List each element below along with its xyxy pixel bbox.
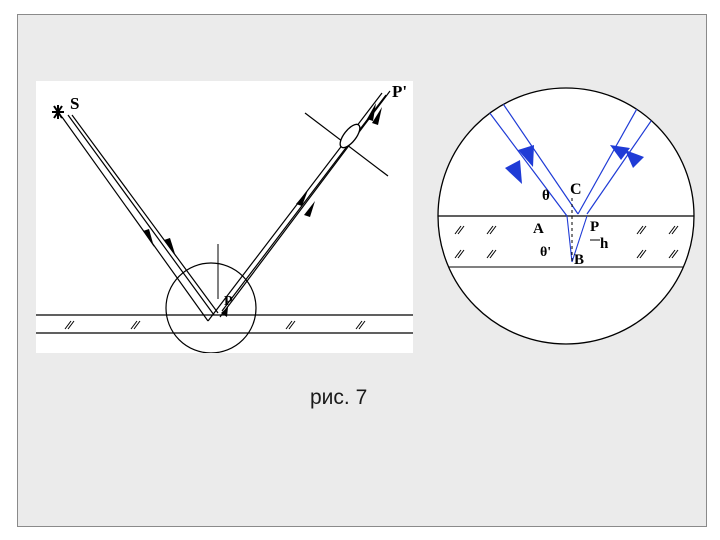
- reflected-rays: [207, 90, 391, 322]
- source-star-icon: [52, 105, 64, 119]
- figure-caption: рис. 7: [310, 386, 368, 409]
- label-source: S: [70, 94, 79, 113]
- label-point: P: [224, 294, 233, 309]
- reflection-point-arrow: [221, 307, 228, 317]
- incident-arrow-1: [143, 229, 154, 247]
- lens: [339, 123, 361, 149]
- reflected-arrow-4: [372, 107, 382, 125]
- zoom-circle: [165, 262, 257, 353]
- incident-arrow-2: [164, 238, 176, 257]
- label-image-point: P': [392, 82, 407, 101]
- left-figure-panel: S P' P: [36, 81, 413, 353]
- reflected-arrow-2: [304, 201, 315, 217]
- reflected-arrow-1: [296, 190, 308, 206]
- reflected-arrow-3: [367, 103, 376, 121]
- incident-rays: [61, 114, 219, 322]
- film-hatch-marks: [64, 320, 366, 330]
- left-figure-diagram: S P' P: [36, 82, 413, 353]
